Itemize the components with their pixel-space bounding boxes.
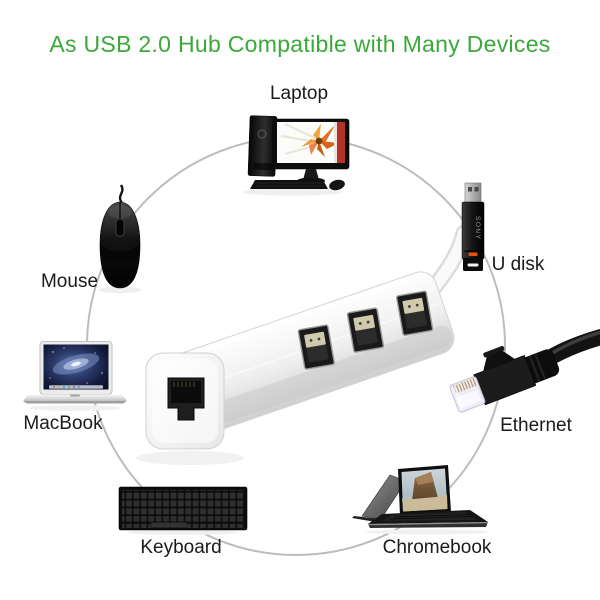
macbook-base: [23, 394, 127, 401]
device-label-mouse: Mouse: [40, 271, 99, 292]
usb-port-2: [346, 307, 385, 353]
desktop-keyboard-icon: [250, 180, 328, 189]
chromebook-screen: [398, 465, 451, 515]
u-disk-image: SONY: [461, 182, 485, 271]
dock-bar: [49, 385, 103, 389]
hub-image: [136, 224, 473, 465]
chromebook-base: [368, 510, 488, 528]
usb-port-3: [396, 290, 434, 336]
ethernet-image: [449, 329, 600, 413]
rj45-connector: [449, 345, 560, 413]
mouse-image: [99, 184, 141, 294]
desktop-mouse-icon: [329, 179, 345, 191]
desktop-tower-icon: [247, 115, 278, 177]
shadow: [243, 188, 343, 196]
hub-shadow: [136, 451, 244, 465]
device-label-chromebook: Chromebook: [382, 537, 492, 558]
page-title: As USB 2.0 Hub Compatible with Many Devi…: [49, 31, 551, 57]
hub-front-face: [145, 352, 225, 450]
scroll-wheel: [115, 218, 125, 237]
keyboard-image: [118, 486, 248, 535]
device-label-ethernet: Ethernet: [500, 415, 572, 436]
desktop-monitor-icon: [272, 118, 350, 170]
mouse-cable: [118, 184, 124, 204]
device-label-u-disk: U disk: [491, 254, 545, 275]
laptop-image: [243, 115, 350, 196]
led-indicator: [468, 252, 478, 256]
spacebar: [150, 522, 188, 528]
hub-body: [163, 271, 455, 438]
macbook-image: [23, 341, 127, 411]
u-disk-brand-text: SONY: [474, 216, 481, 240]
usb-port-1: [297, 324, 335, 370]
device-label-keyboard: Keyboard: [140, 537, 222, 558]
device-label-laptop: Laptop: [269, 83, 329, 104]
key-grid: [122, 490, 244, 521]
monitor-stand: [303, 169, 319, 180]
usb-connector: [464, 182, 482, 204]
chromebook-image: [352, 465, 489, 535]
device-label-macbook: MacBook: [23, 413, 103, 434]
